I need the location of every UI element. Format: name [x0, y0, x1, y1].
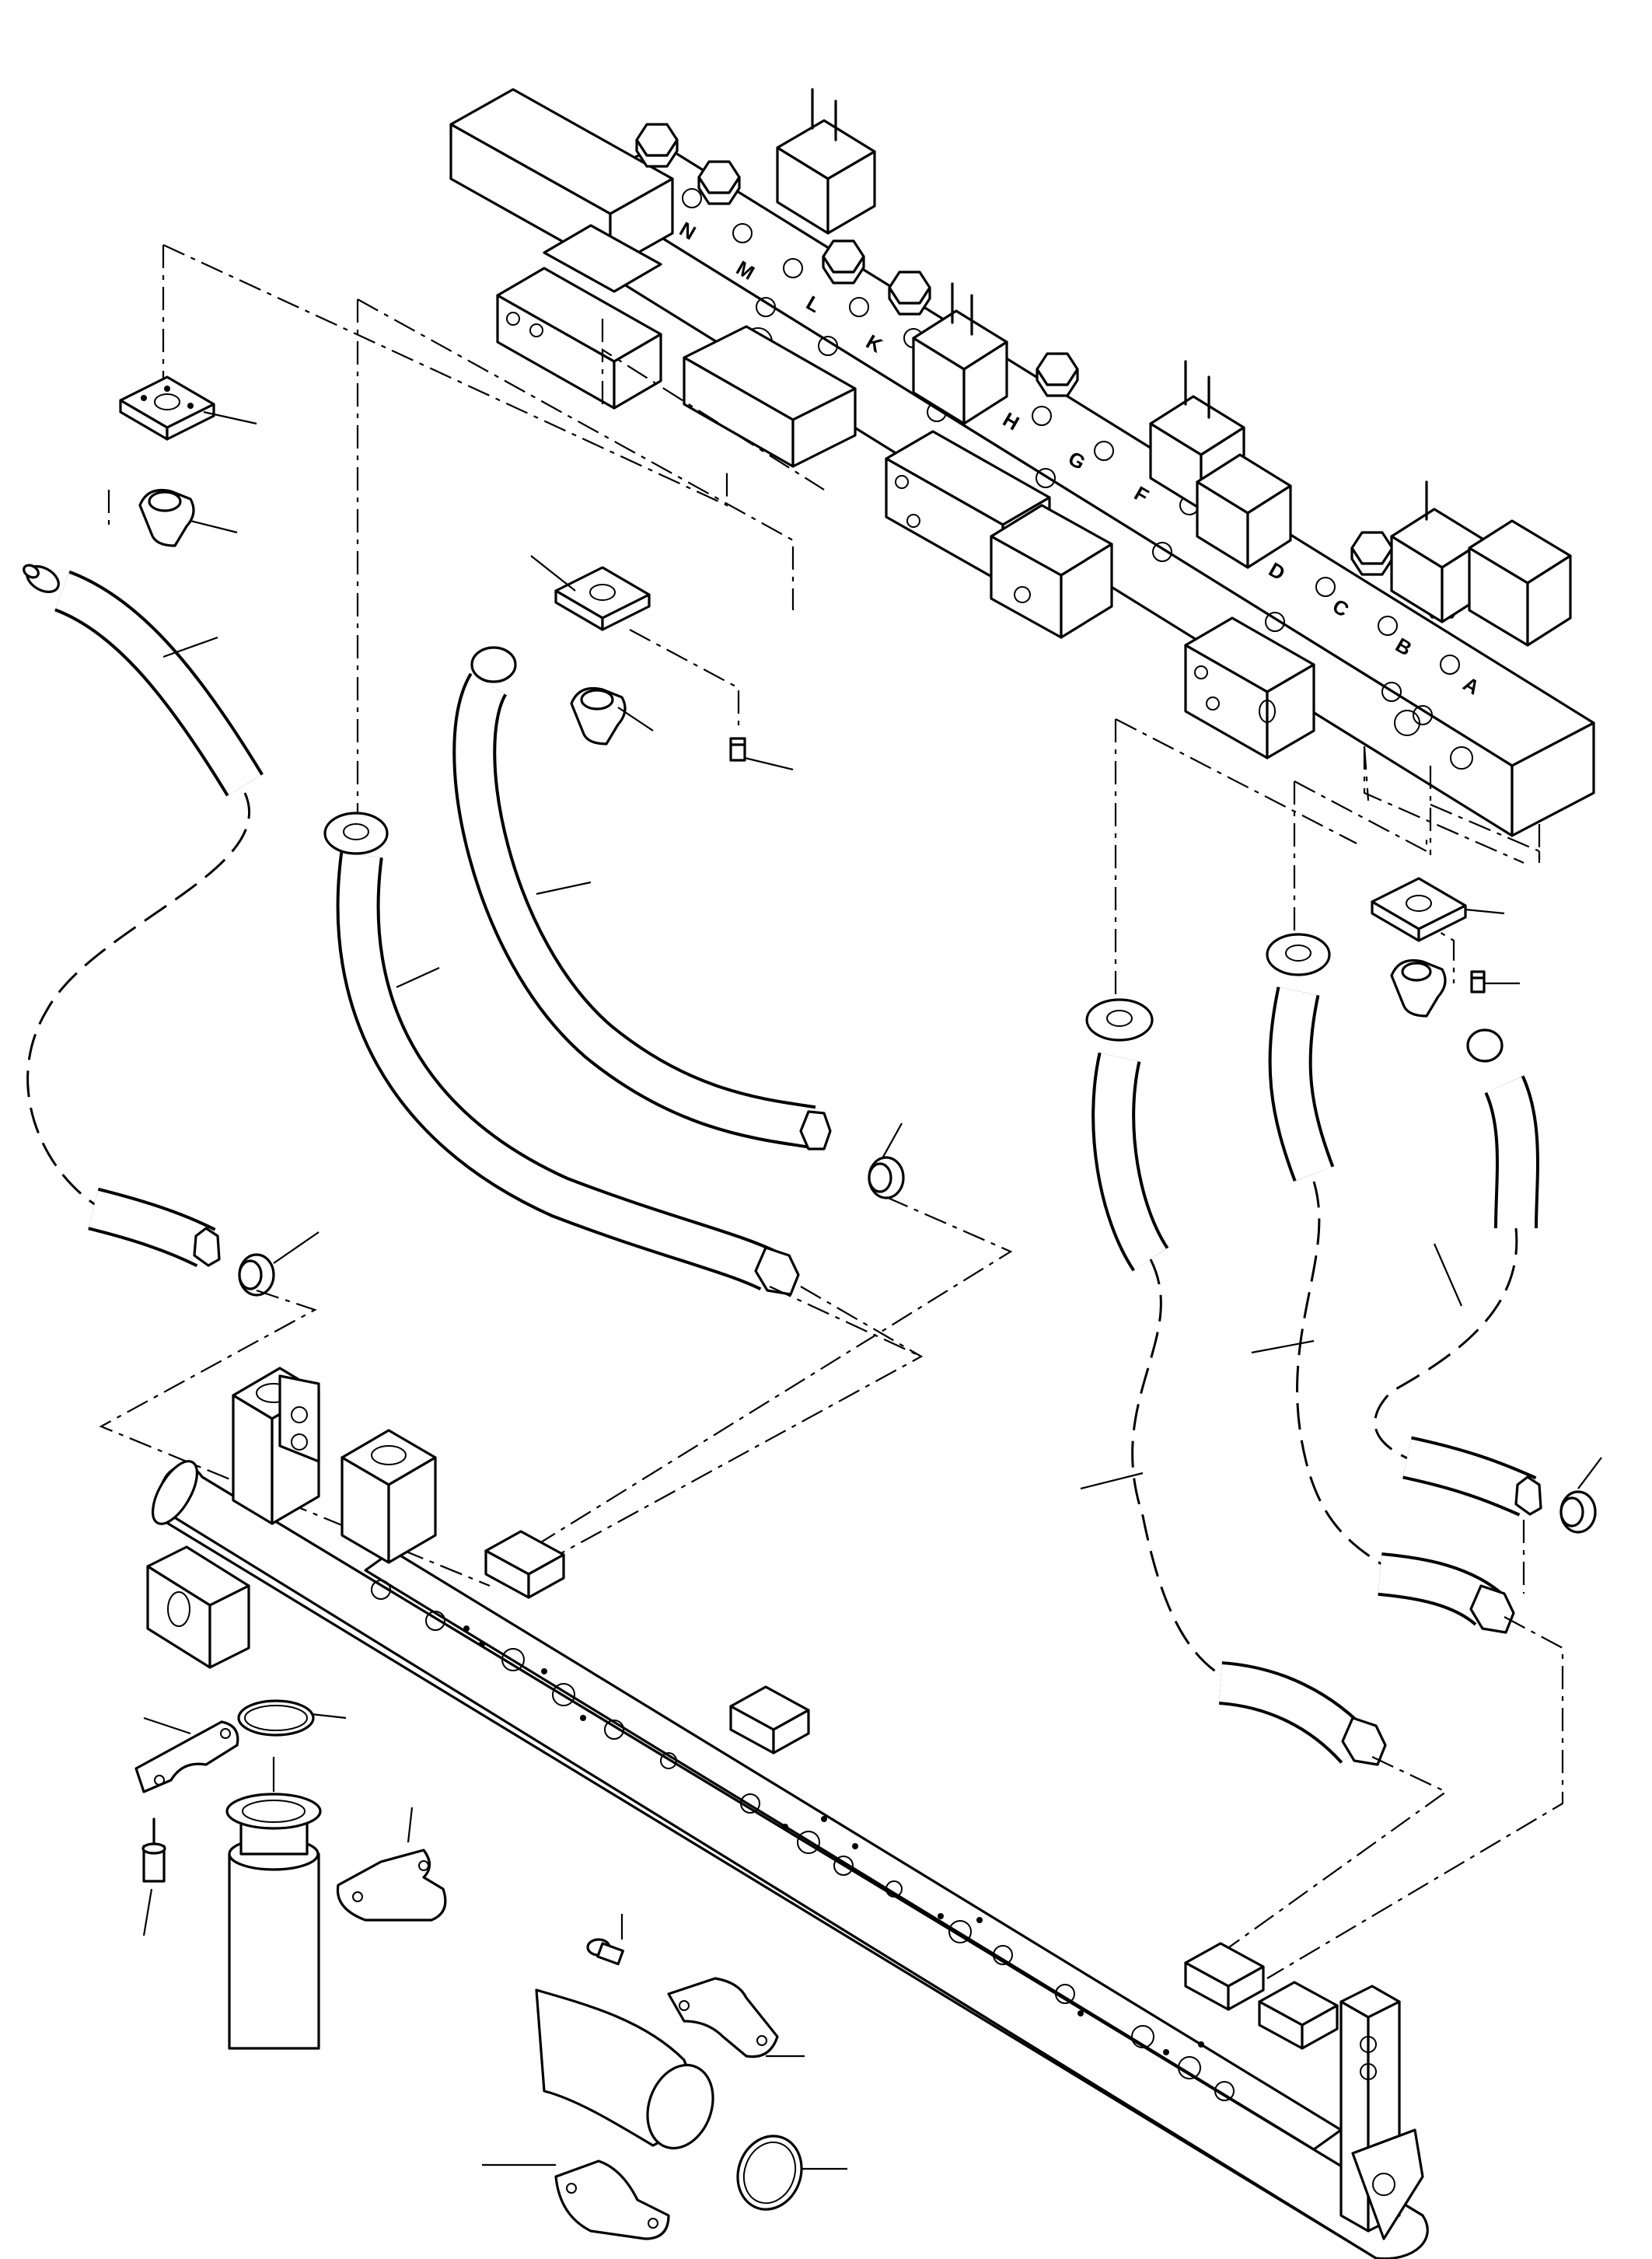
clamp-bolt-left	[141, 1817, 166, 1883]
hose-right-a	[1085, 998, 1387, 1766]
hex-plugs	[635, 123, 1464, 619]
elbow-fitting-center	[570, 686, 627, 745]
alignment-lines-lower	[99, 851, 1564, 1979]
cross-tube-left-towers	[232, 1367, 437, 1564]
hose-right-b	[1266, 933, 1515, 1634]
hose-right-c	[1374, 1028, 1542, 1517]
clamp-bolt-center	[586, 1938, 624, 1966]
split-flange-clamp-upper-left	[134, 1720, 239, 1793]
alignment-lines-upper	[107, 244, 1541, 1003]
hose-center-right	[452, 646, 832, 1150]
solenoid-valves	[776, 88, 1572, 647]
valve-block-assembly: N M L K J H G F E D C B A	[449, 88, 1595, 837]
elbow-fitting-left	[138, 488, 195, 547]
split-flange-clamp-lower-left	[336, 1849, 447, 1922]
hose-end-lower-center	[535, 1988, 803, 2211]
split-flange-clamp-upper-center	[667, 1977, 779, 2058]
cap-screw-center	[729, 737, 746, 762]
lower-bracket	[683, 325, 857, 468]
cross-tube-ports	[484, 1530, 1339, 2050]
side-valve-center	[885, 430, 1113, 639]
callout-leader-lines	[142, 410, 1602, 2170]
split-flange-clamp-lower-center	[554, 2159, 670, 2240]
cross-tube	[152, 1460, 1429, 2259]
cross-tube-mount-foot-right	[1339, 1985, 1424, 2240]
cross-tube-mount-foot-left	[146, 1545, 250, 1669]
cap-screw-right	[1470, 970, 1486, 993]
side-valve-right	[1184, 616, 1315, 759]
side-valve-left	[496, 224, 662, 410]
cylinder-assembly-left	[225, 1757, 322, 2050]
o-ring-left	[237, 1699, 315, 1737]
main-valve-manifold	[578, 142, 1595, 837]
hose-left-outer	[23, 564, 264, 1268]
flange-plate-center	[554, 566, 651, 631]
hose-center-left	[323, 812, 800, 1296]
flange-plate-left	[119, 375, 215, 441]
flange-plate-right	[1371, 877, 1467, 942]
elbow-fitting-right	[1390, 958, 1447, 1018]
fitting-nuts	[238, 1156, 1597, 1534]
